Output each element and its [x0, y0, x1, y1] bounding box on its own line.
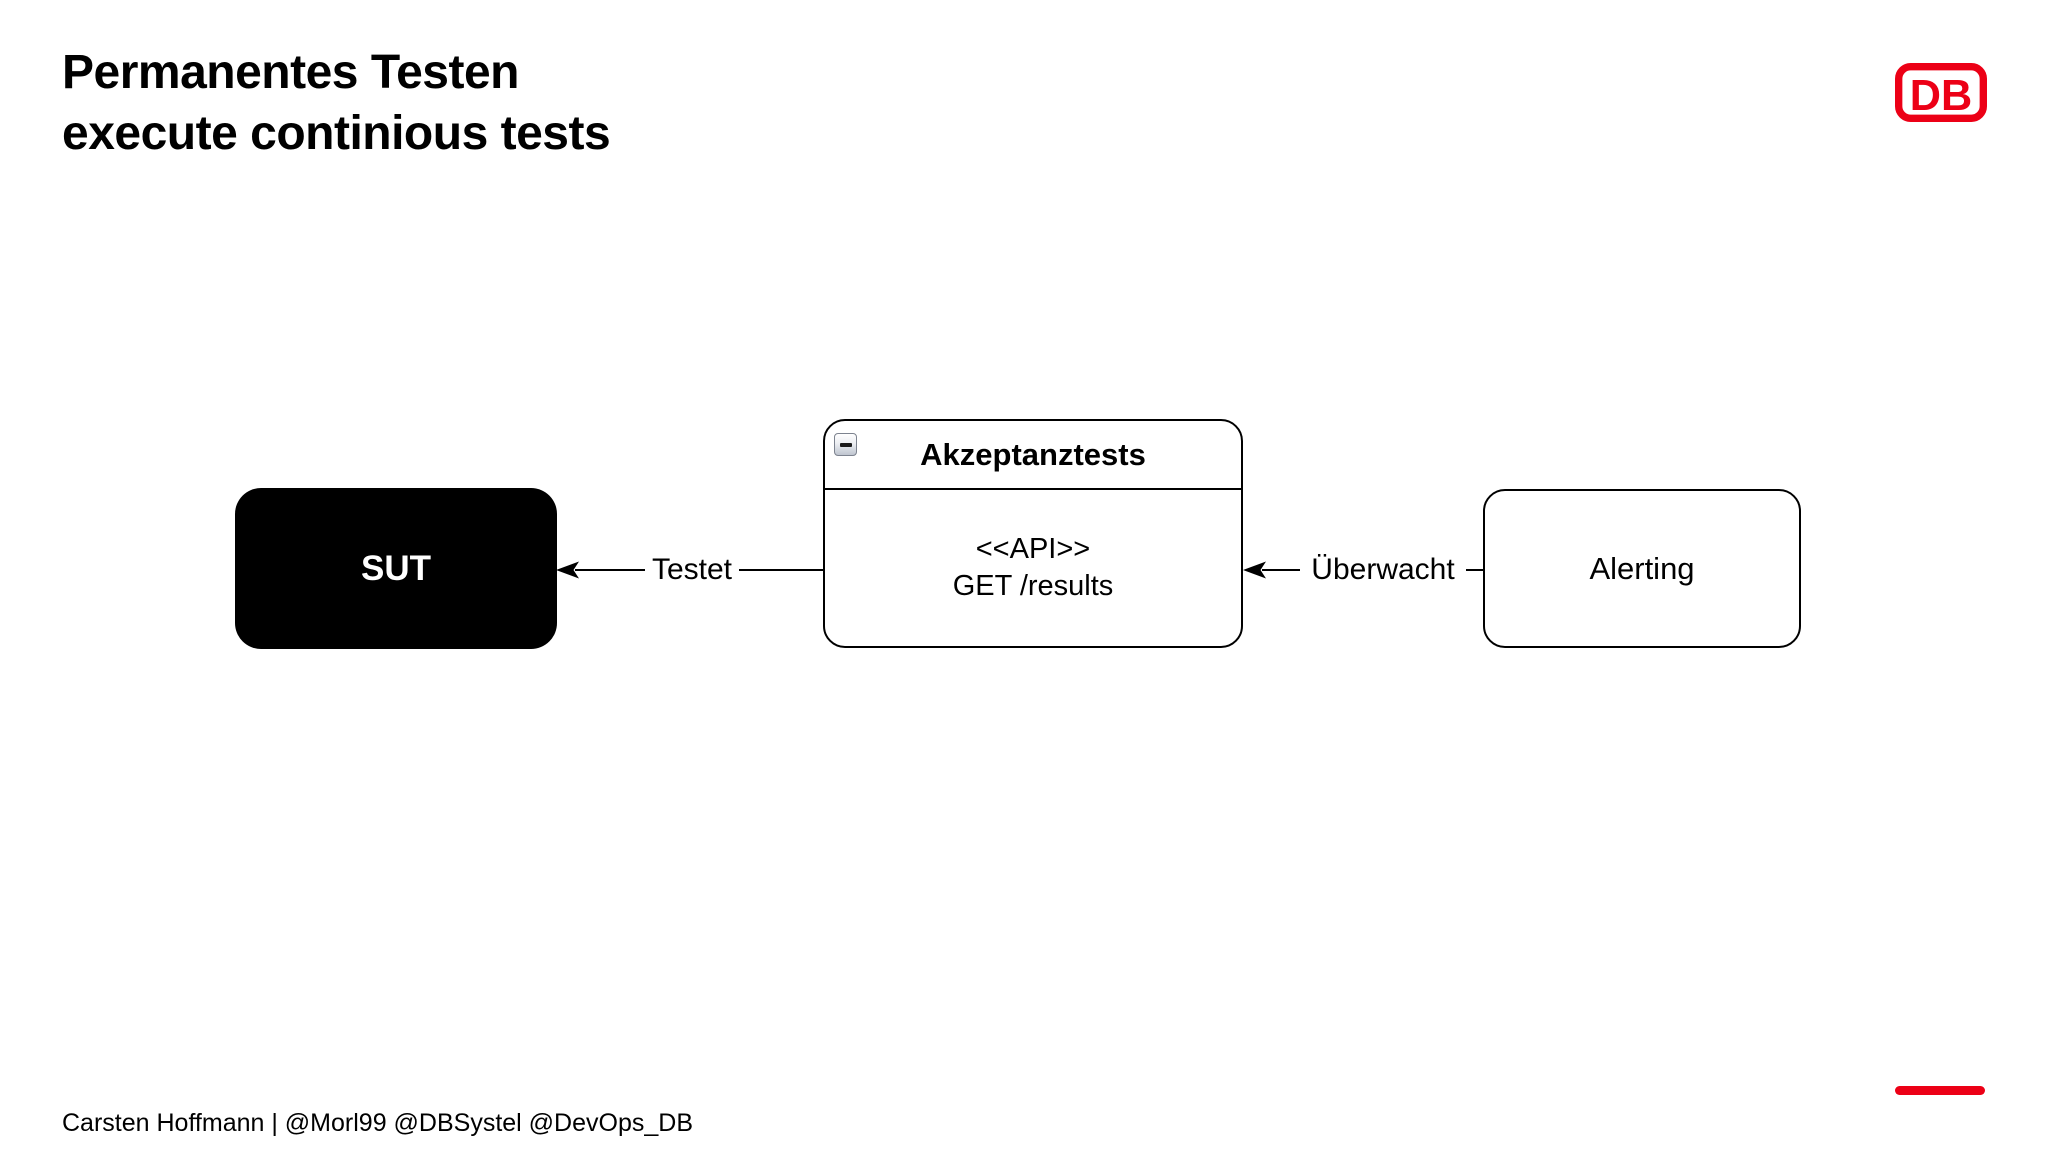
slide-title-line1: Permanentes Testen: [62, 46, 519, 99]
footer-accent-bar: [1895, 1086, 1985, 1095]
edge-testet-label: Testet: [645, 554, 739, 586]
node-alerting: Alerting: [1483, 489, 1801, 648]
footer-credit: Carsten Hoffmann | @Morl99 @DBSystel @De…: [62, 1109, 693, 1137]
api-stereotype-label: <<API>>: [975, 533, 1091, 565]
edge-ueberwacht-label: Überwacht: [1300, 554, 1466, 586]
node-akzeptanztests-header: Akzeptanztests: [825, 421, 1241, 490]
node-sut: SUT: [235, 488, 557, 649]
node-sut-label: SUT: [361, 548, 431, 588]
node-akzeptanztests-title: Akzeptanztests: [920, 436, 1146, 472]
collapse-minus-icon[interactable]: [834, 433, 857, 456]
slide-title: Permanentes Testen execute continious te…: [62, 42, 611, 164]
slide-title-line2: execute continious tests: [62, 107, 611, 160]
node-akzeptanztests: Akzeptanztests <<API>> GET /results: [823, 419, 1243, 648]
node-akzeptanztests-body: <<API>> GET /results: [825, 490, 1241, 646]
db-logo-letters: DB: [1910, 72, 1972, 120]
db-logo: DB: [1895, 63, 1987, 122]
api-endpoint-label: GET /results: [952, 570, 1114, 602]
node-alerting-label: Alerting: [1589, 550, 1695, 586]
